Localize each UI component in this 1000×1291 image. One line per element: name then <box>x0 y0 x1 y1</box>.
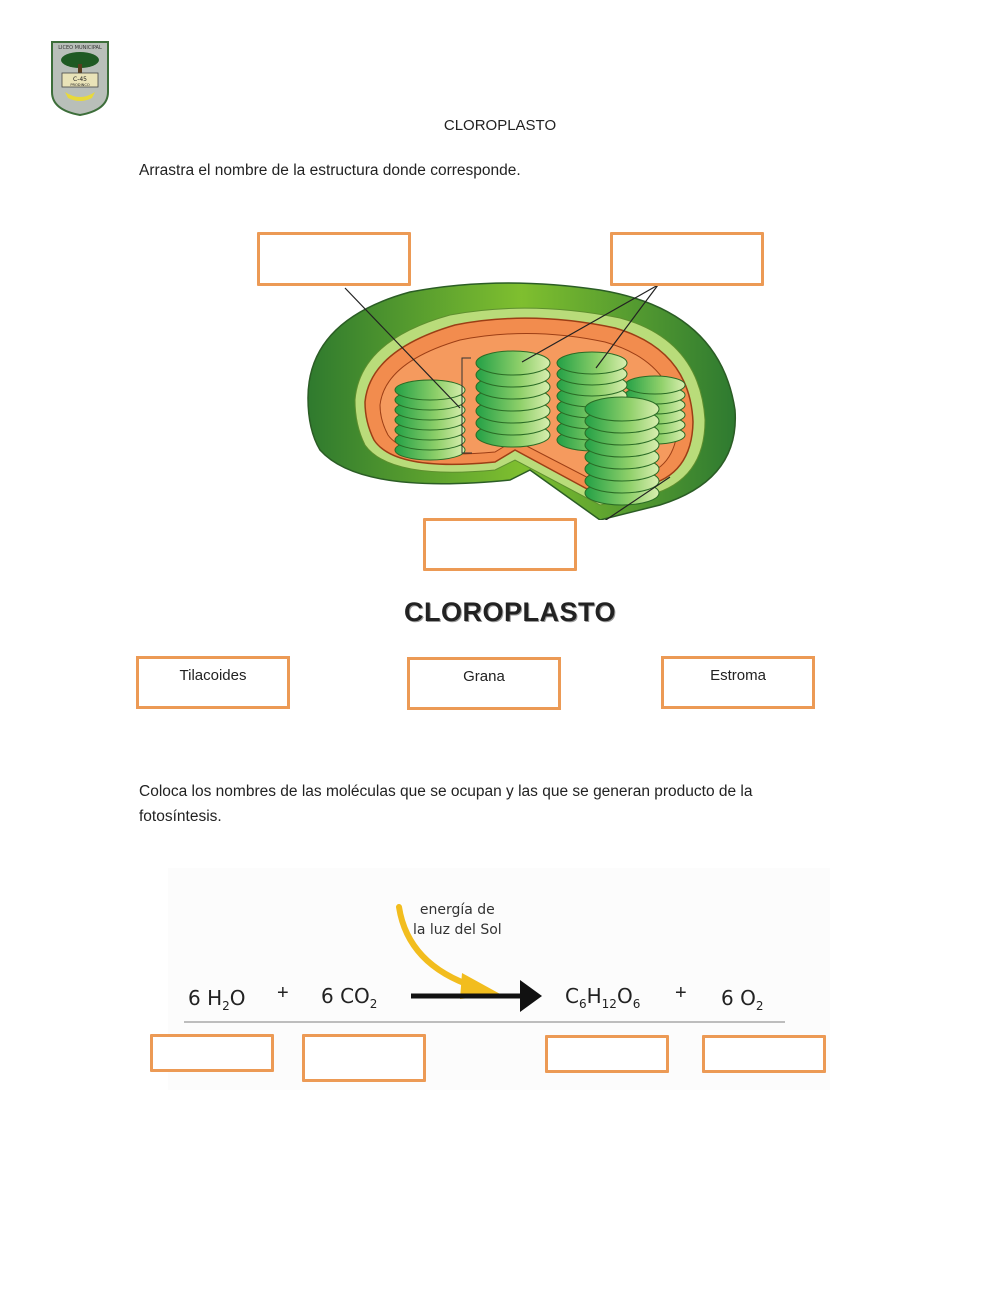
drop-target-top-left[interactable] <box>257 232 411 286</box>
energy-label-line2: la luz del Sol <box>413 922 502 938</box>
svg-text:LICEO MUNICIPAL: LICEO MUNICIPAL <box>58 45 102 51</box>
drop-target-top-right[interactable] <box>610 232 764 286</box>
instruction-drag-structures: Arrastra el nombre de la estructura dond… <box>139 162 521 179</box>
drag-item-estroma[interactable]: Estroma <box>661 656 815 709</box>
drop-target-glucose[interactable] <box>545 1035 669 1073</box>
page-title: CLOROPLASTO <box>443 117 557 134</box>
drag-item-label: Grana <box>463 668 505 685</box>
sunlight-energy-label: energía de la luz del Sol <box>413 900 502 940</box>
diagram-caption: CLOROPLASTO <box>403 597 616 627</box>
drag-item-label: Estroma <box>710 667 766 684</box>
drop-target-co2[interactable] <box>302 1034 426 1082</box>
reactant-co2: 6 CO2 <box>321 984 378 1011</box>
sunlight-arrow-icon <box>396 904 478 990</box>
drag-item-grana[interactable]: Grana <box>407 657 561 710</box>
drop-target-bottom[interactable] <box>423 518 577 571</box>
instruction-photosynthesis: Coloca los nombres de las moléculas que … <box>139 783 753 825</box>
reactant-water: 6 H2O <box>188 986 246 1013</box>
reaction-arrows <box>380 895 550 1020</box>
drop-target-o2[interactable] <box>702 1035 826 1073</box>
plus-sign: + <box>277 982 289 1004</box>
energy-label-line1: energía de <box>419 902 495 918</box>
school-logo: LICEO MUNICIPAL C-45 PRODINCO <box>50 40 110 117</box>
equation-underline <box>184 1021 785 1023</box>
chloroplast-diagram <box>300 280 750 541</box>
drag-item-label: Tilacoides <box>179 667 247 684</box>
drag-item-tilacoides[interactable]: Tilacoides <box>136 656 290 709</box>
svg-text:C-45: C-45 <box>73 76 87 83</box>
drop-target-h2o[interactable] <box>150 1034 274 1072</box>
product-oxygen: 6 O2 <box>721 986 764 1013</box>
svg-text:PRODINCO: PRODINCO <box>70 83 90 87</box>
plus-sign: + <box>675 982 687 1004</box>
school-crest-icon: LICEO MUNICIPAL C-45 PRODINCO <box>51 41 109 117</box>
product-glucose: C6H12O6 <box>565 984 641 1011</box>
